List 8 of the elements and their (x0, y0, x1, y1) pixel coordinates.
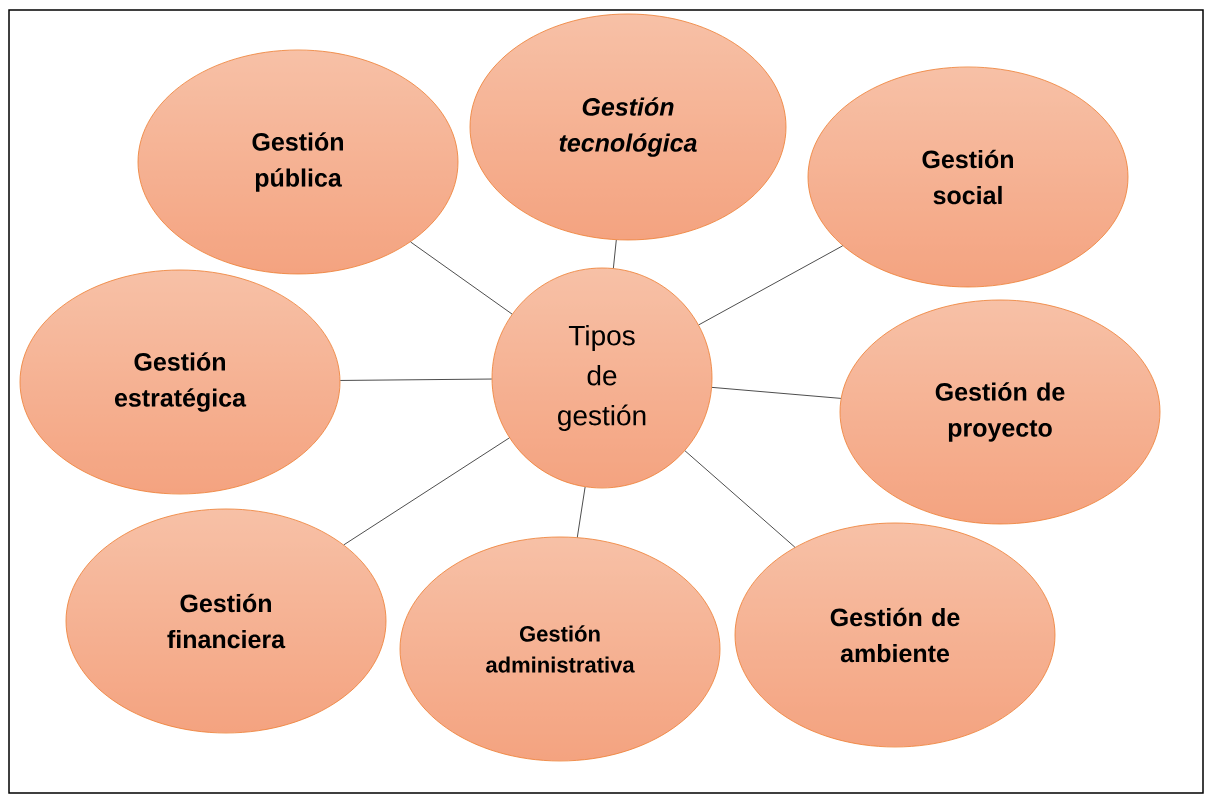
connector-line (613, 239, 617, 269)
connector-line (698, 245, 843, 326)
connector-line (684, 450, 796, 548)
connector-line (343, 437, 510, 546)
connector-line (576, 486, 586, 538)
connector-line (340, 378, 492, 381)
connector-line (410, 241, 513, 315)
connector-line (711, 387, 842, 399)
